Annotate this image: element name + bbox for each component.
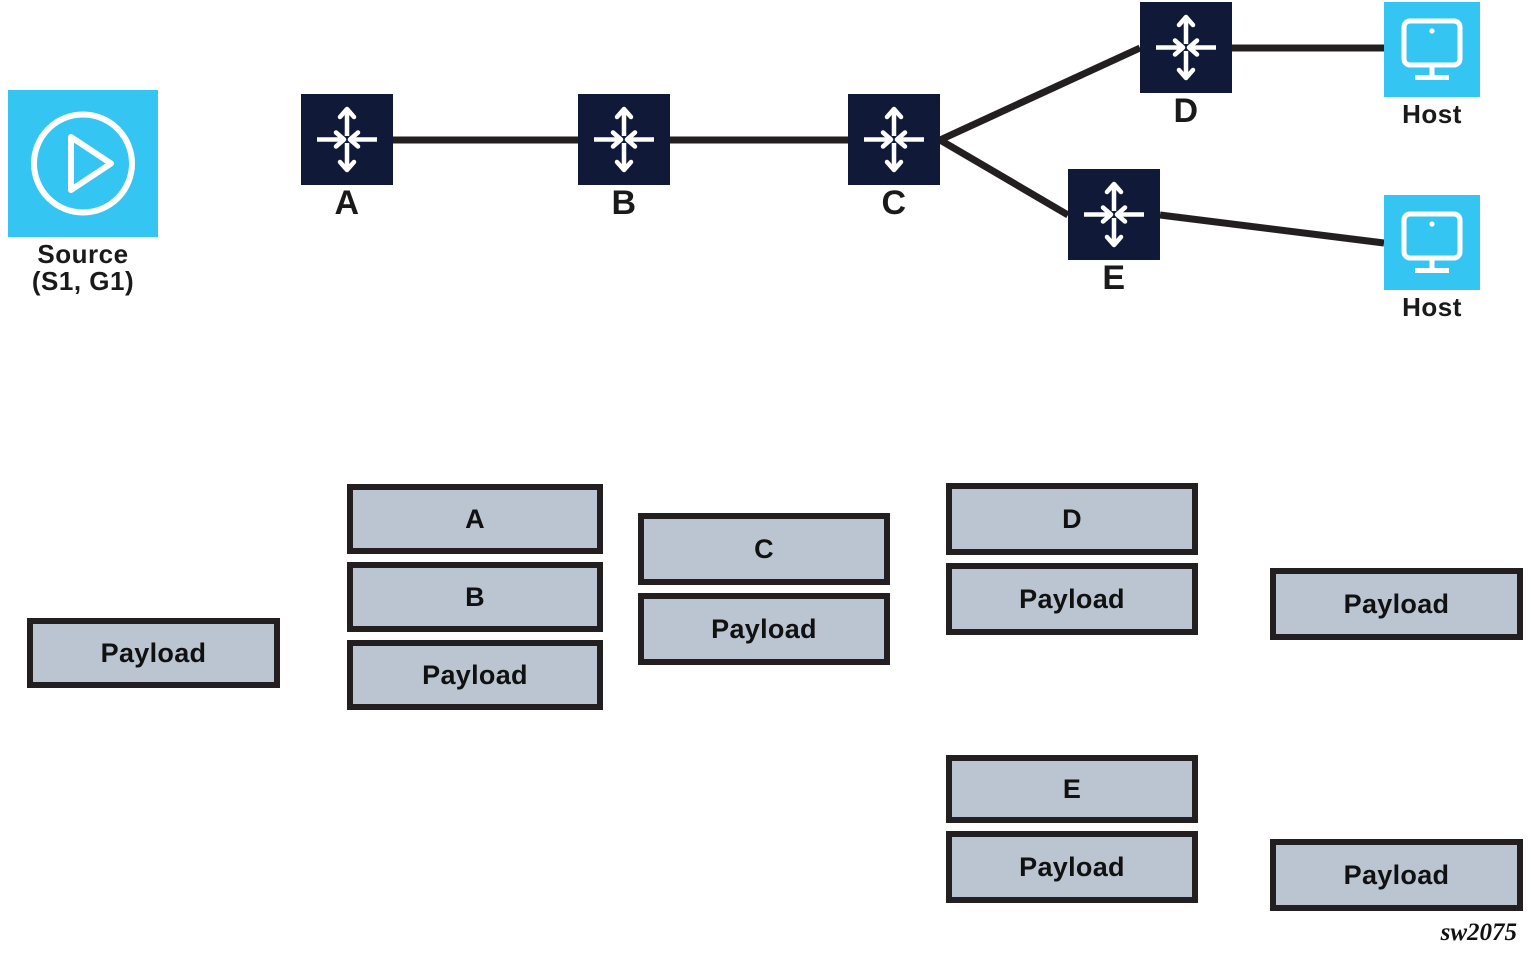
source-label-line1: Source (37, 239, 129, 269)
router-d-label: D (1173, 92, 1199, 130)
host-1-icon-box (1384, 2, 1480, 97)
link-c-d (938, 44, 1142, 144)
host-2-icon-box (1384, 195, 1480, 290)
router-a-icon-box (301, 94, 393, 185)
packet-box: B (347, 562, 603, 632)
packet-stack-c: C Payload (638, 513, 890, 665)
router-d-icon-box (1140, 2, 1232, 93)
source-icon-box (8, 90, 158, 237)
node-router-d[interactable]: D (1140, 2, 1232, 130)
packet-stack-d: D Payload (946, 483, 1198, 635)
router-b-icon-box (578, 94, 670, 185)
router-icon (317, 106, 377, 173)
router-c-label: C (881, 184, 907, 222)
packet-box: Payload (27, 618, 280, 688)
router-e-icon-box (1068, 169, 1160, 260)
packet-stack-ab: A B Payload (347, 484, 603, 710)
source-label-line2: (S1, G1) (31, 266, 135, 297)
node-host-1[interactable]: Host (1384, 2, 1480, 128)
node-router-a[interactable]: A (301, 94, 393, 222)
packet-box: Payload (1270, 839, 1523, 911)
packet-box: Payload (946, 831, 1198, 903)
router-a-label: A (334, 184, 360, 222)
router-icon (1156, 14, 1216, 81)
packet-box: E (946, 755, 1198, 823)
packet-stack-e: E Payload (946, 755, 1198, 903)
packet-box: C (638, 513, 890, 585)
node-host-2[interactable]: Host (1384, 195, 1480, 321)
host-1-label: Host (1402, 99, 1462, 129)
topology-links (393, 44, 1385, 247)
figure-id-label: sw2075 (1440, 919, 1517, 946)
router-e-label: E (1102, 259, 1126, 297)
monitor-icon (1401, 211, 1463, 273)
packet-box: Payload (1270, 568, 1523, 640)
packet-stack-host-2: Payload (1270, 839, 1523, 911)
packet-stack-source: Payload (27, 618, 280, 688)
router-icon (864, 106, 924, 173)
source-label: Source (S1, G1) (8, 239, 158, 297)
packet-box: Payload (347, 640, 603, 710)
packet-stack-host-1: Payload (1270, 568, 1523, 640)
play-circle-icon (31, 111, 135, 216)
monitor-icon (1401, 18, 1463, 80)
packet-box: Payload (946, 563, 1198, 635)
packet-box: D (946, 483, 1198, 555)
host-2-label: Host (1402, 292, 1462, 322)
packet-box: Payload (638, 593, 890, 665)
router-b-label: B (611, 184, 637, 222)
node-router-c[interactable]: C (848, 94, 940, 222)
node-router-e[interactable]: E (1068, 169, 1160, 297)
packet-box: A (347, 484, 603, 554)
link-e-host2 (1159, 211, 1385, 247)
link-c-e (938, 136, 1070, 219)
router-c-icon-box (848, 94, 940, 185)
node-source[interactable]: Source (S1, G1) (8, 90, 158, 296)
router-icon (594, 106, 654, 173)
router-icon (1084, 181, 1144, 248)
node-router-b[interactable]: B (578, 94, 670, 222)
